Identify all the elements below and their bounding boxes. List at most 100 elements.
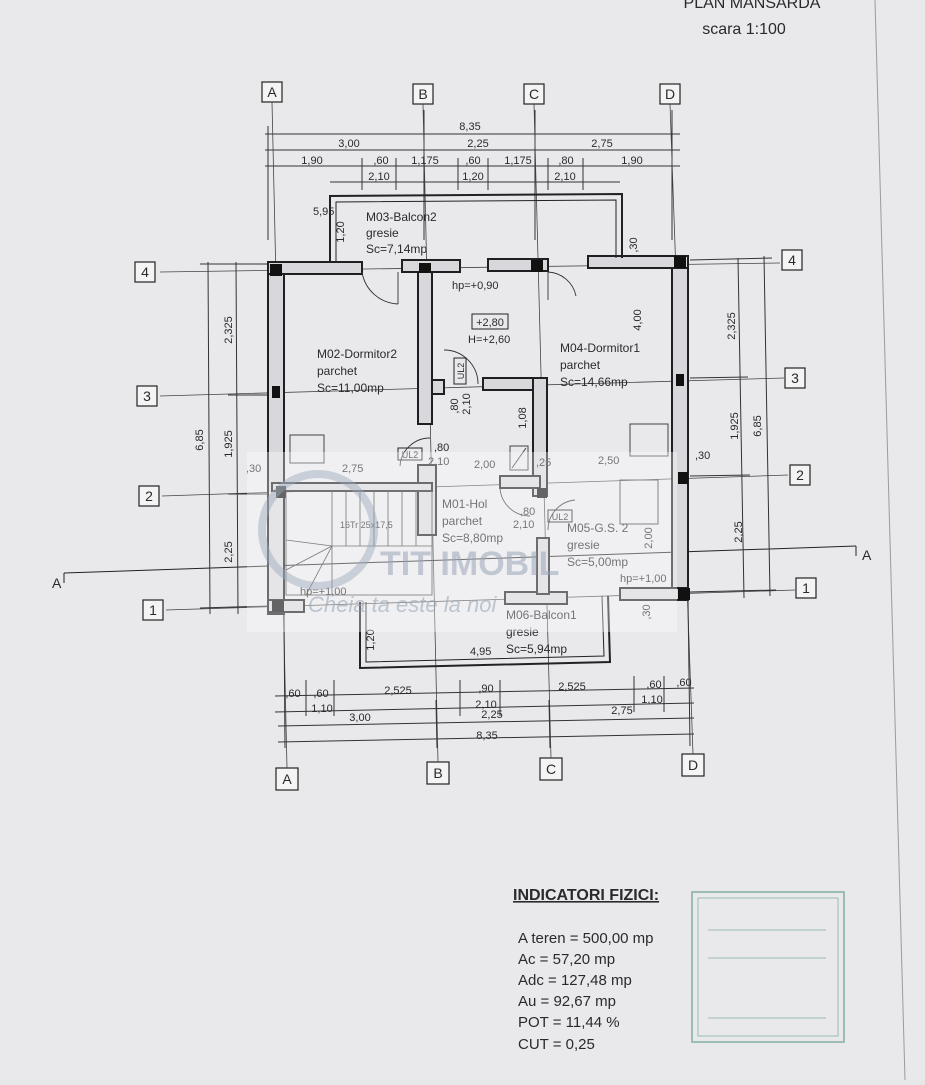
column	[674, 256, 686, 268]
column	[678, 588, 690, 600]
dim-bottom-1-f: ,60	[646, 679, 661, 691]
balcony-1-depth: 1,20	[365, 629, 377, 650]
axis-bubble-3-left	[136, 385, 158, 407]
axis-label-a-bottom: A	[282, 771, 292, 787]
dim-door-w3: ,80	[520, 506, 535, 518]
axis-label-4-right: 4	[788, 252, 796, 268]
paper-border	[874, 0, 906, 1081]
dim-275-inner: 2,75	[342, 463, 363, 475]
indicator-adc: Adc = 127,48 mp	[518, 972, 632, 989]
dim-bottom-1-g: ,60	[676, 677, 691, 689]
left-dimensions	[199, 261, 271, 615]
door-tag: UL2	[456, 363, 466, 380]
room-m01-finish: parchet	[442, 514, 483, 528]
dim-200-inner: 2,00	[474, 459, 495, 471]
axis-label-c-bottom: C	[546, 761, 556, 777]
room-m02-finish: parchet	[317, 364, 358, 378]
fixtures	[289, 423, 669, 525]
dim-top-1-b: 2,25	[467, 138, 488, 150]
axis-bubble-3-right	[784, 367, 806, 389]
column	[537, 488, 547, 498]
axis-label-1-right: 1	[802, 580, 810, 596]
dim-top-total: 8,35	[459, 121, 480, 133]
axis-label-2-right: 2	[796, 467, 804, 483]
room-m01-area: Sc=8,80mp	[442, 531, 503, 545]
dim-025: ,25	[536, 457, 551, 469]
column	[272, 600, 284, 612]
axis-bubble-2-right	[789, 464, 811, 486]
dim-bedroom1: 4,00	[632, 309, 644, 330]
balcony-1-width: 4,95	[470, 646, 491, 658]
dim-bottom-1-d: ,90	[478, 683, 493, 695]
dim-top-3-b: 1,20	[462, 171, 483, 183]
dim-bottom-total: 8,35	[476, 730, 497, 742]
dim-top-2-g: 1,90	[621, 155, 642, 167]
dim-bottom-2-a: 1,10	[311, 703, 332, 715]
room-m05-area: Sc=5,00mp	[567, 555, 628, 569]
column	[270, 264, 282, 276]
right-dimensions	[689, 255, 777, 599]
dim-200-bath: 2,00	[643, 527, 655, 548]
axis-label-4-left: 4	[141, 264, 149, 280]
column	[676, 374, 684, 386]
axis-label-3-left: 3	[143, 388, 151, 404]
balcony-2-depth: 1,20	[335, 221, 347, 242]
balcony-2-wall: ,30	[628, 237, 640, 252]
watermark-logo-icon	[258, 470, 378, 590]
axis-label-a-top: A	[267, 84, 277, 100]
door-tag-box	[397, 447, 423, 461]
indicator-ac: Ac = 57,20 mp	[518, 951, 615, 968]
axis-bubble-4-right	[781, 249, 803, 271]
dim-top-2-c: 1,175	[411, 155, 439, 167]
room-m03-name: M03-Balcon2	[366, 210, 437, 224]
dim-right-2: 1,925	[729, 412, 741, 440]
door-tag-box	[547, 509, 573, 523]
stair-label: 16Tr 25x17,5	[340, 520, 393, 530]
axis-label-b-top: B	[418, 86, 427, 102]
dim-left-2: 1,925	[223, 430, 235, 458]
section-line	[63, 545, 857, 583]
dim-right-3: 2,25	[733, 521, 745, 542]
door-tag-box	[453, 357, 467, 385]
room-m03-area: Sc=7,14mp	[366, 242, 427, 256]
room-m04-finish: parchet	[560, 358, 601, 372]
dim-left-3: 2,25	[223, 541, 235, 562]
ceiling-height: H=+2,60	[468, 334, 510, 346]
door-tag: UL2	[552, 512, 569, 522]
section-label-left: A	[52, 575, 62, 591]
axis-label-b-bottom: B	[433, 765, 442, 781]
dim-top-2-e: 1,175	[504, 155, 532, 167]
bottom-dimensions	[274, 599, 695, 749]
dim-bottom-3-a: 3,00	[349, 712, 370, 724]
dim-250-inner: 2,50	[598, 455, 619, 467]
dim-top-1-a: 3,00	[338, 138, 359, 150]
balcony-2-parapet	[329, 192, 623, 262]
room-m04-name: M04-Dormitor1	[560, 341, 640, 355]
wall-bath-west	[536, 537, 550, 595]
dim-door-h3: 2,10	[513, 519, 534, 531]
dim-bottom-1-c: 2,525	[384, 685, 412, 697]
dim-right-1: 2,325	[726, 312, 738, 340]
column	[678, 472, 688, 484]
dim-door-h: 2,10	[461, 393, 473, 414]
dim-door-w: ,80	[449, 398, 461, 413]
room-m06-name: M06-Balcon1	[506, 608, 577, 622]
dim-bottom-2-c: 1,10	[641, 694, 662, 706]
wall-north-4	[587, 255, 689, 269]
room-m01-name: M01-Hol	[442, 497, 487, 511]
dim-left-1: 2,325	[223, 316, 235, 344]
sill-height-left: hp=+1,00	[300, 586, 347, 598]
column	[419, 263, 431, 273]
level-value: +2,80	[476, 317, 504, 329]
axis-bubble-1-right	[795, 577, 817, 599]
dim-top-3-c: 2,10	[554, 171, 575, 183]
dim-030-right: ,30	[695, 450, 710, 462]
wall-stub	[431, 379, 445, 395]
indicator-teren: A teren = 500,00 mp	[518, 930, 654, 947]
sill-height-top: hp=+0,90	[452, 280, 499, 292]
axis-bubble-2-left	[138, 485, 160, 507]
dim-top-1-c: 2,75	[591, 138, 612, 150]
axis-label-c-top: C	[529, 86, 539, 102]
